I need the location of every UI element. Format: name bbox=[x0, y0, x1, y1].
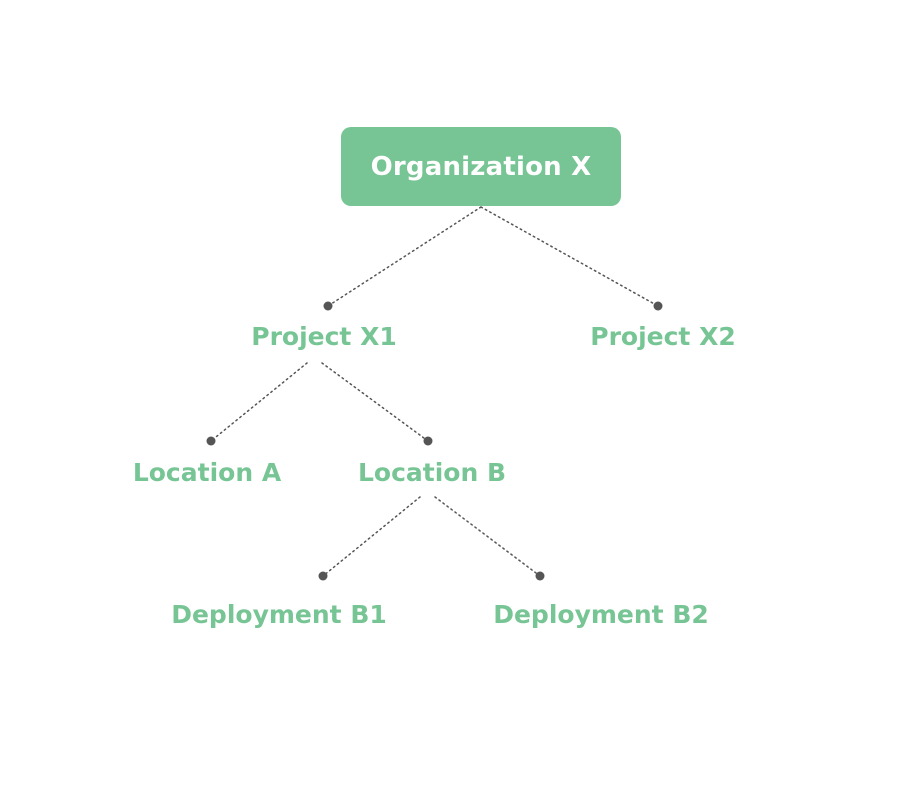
location-a-label: Location A bbox=[132, 458, 282, 487]
connector-dot-location-b bbox=[423, 436, 433, 446]
root-node-label: Organization X bbox=[370, 151, 592, 182]
connector-location-b-to-deployment-b1 bbox=[322, 496, 421, 577]
connector-location-b-to-deployment-b2 bbox=[434, 496, 541, 577]
connector-project-x1-to-location-b bbox=[321, 362, 429, 442]
project-x2-label: Project X2 bbox=[590, 322, 736, 351]
project-x1-label: Project X1 bbox=[251, 322, 397, 351]
connector-org-to-project-x2 bbox=[480, 206, 659, 307]
connector-dot-project-x2 bbox=[653, 301, 663, 311]
connector-org-to-project-x1 bbox=[327, 206, 482, 307]
connector-dot-project-x1 bbox=[323, 301, 333, 311]
root-node-organization: Organization X bbox=[341, 127, 621, 206]
deployment-b1-label: Deployment B1 bbox=[171, 600, 387, 629]
connector-project-x1-to-location-a bbox=[210, 362, 308, 442]
connector-dot-location-a bbox=[206, 436, 216, 446]
connector-dot-deployment-b2 bbox=[535, 571, 545, 581]
location-b-label: Location B bbox=[357, 458, 507, 487]
connector-dot-deployment-b1 bbox=[318, 571, 328, 581]
deployment-b2-label: Deployment B2 bbox=[493, 600, 709, 629]
